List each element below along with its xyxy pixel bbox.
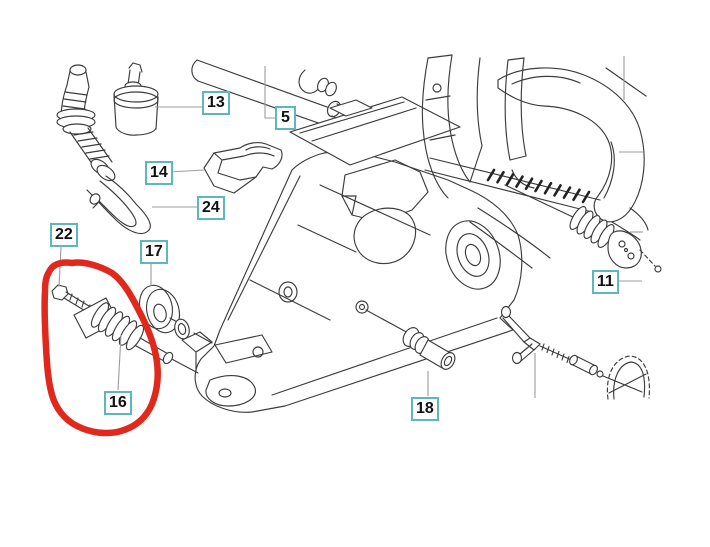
part-label-5[interactable]: 5 <box>275 106 296 130</box>
fuel-hose-drawing <box>56 64 151 235</box>
tensioner-assembly-drawing <box>51 284 174 365</box>
part-label-22[interactable]: 22 <box>50 223 78 247</box>
part-label-17[interactable]: 17 <box>140 240 168 264</box>
part-label-16[interactable]: 16 <box>104 391 132 415</box>
plug-drawing <box>365 309 456 370</box>
part-label-14[interactable]: 14 <box>145 161 173 185</box>
fuel-filter-drawing <box>113 62 159 136</box>
part-label-24[interactable]: 24 <box>197 196 225 220</box>
rear-handle-drawing <box>497 67 649 241</box>
crankcase-body-drawing <box>165 54 601 413</box>
intake-bracket-drawing <box>203 142 283 194</box>
throttle-lever-cable-drawing <box>500 305 650 400</box>
starter-spring-drawing <box>504 184 662 273</box>
annotation-circle <box>41 259 161 437</box>
part-label-13[interactable]: 13 <box>202 91 230 115</box>
leader-lines <box>58 56 643 398</box>
part-label-18[interactable]: 18 <box>411 397 439 421</box>
part-label-11[interactable]: 11 <box>592 270 619 294</box>
